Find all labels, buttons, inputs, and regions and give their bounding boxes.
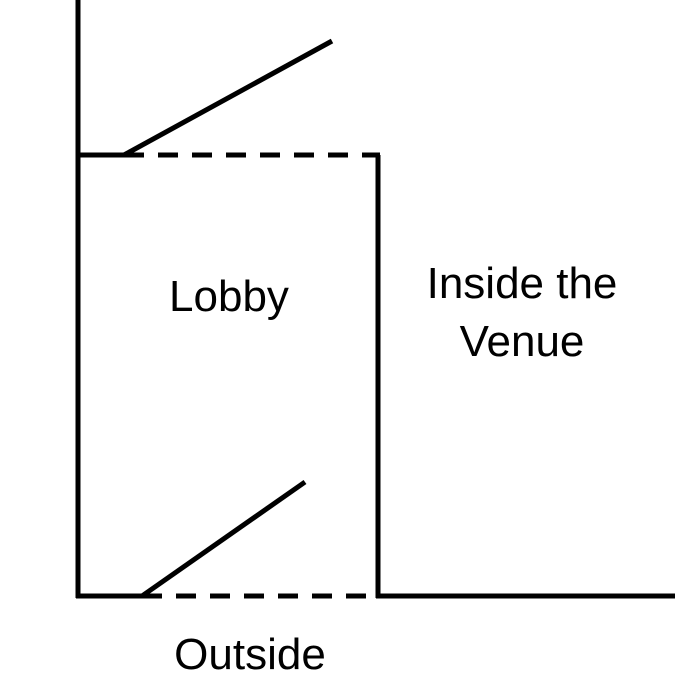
lower-door-leaf — [140, 479, 307, 599]
outside-label: Outside — [174, 630, 326, 679]
lobby-label: Lobby — [169, 272, 289, 321]
inside-venue-label-line2: Venue — [460, 317, 585, 366]
upper-door-leaf — [122, 38, 334, 158]
inside-venue-label-line1: Inside the — [427, 259, 618, 308]
